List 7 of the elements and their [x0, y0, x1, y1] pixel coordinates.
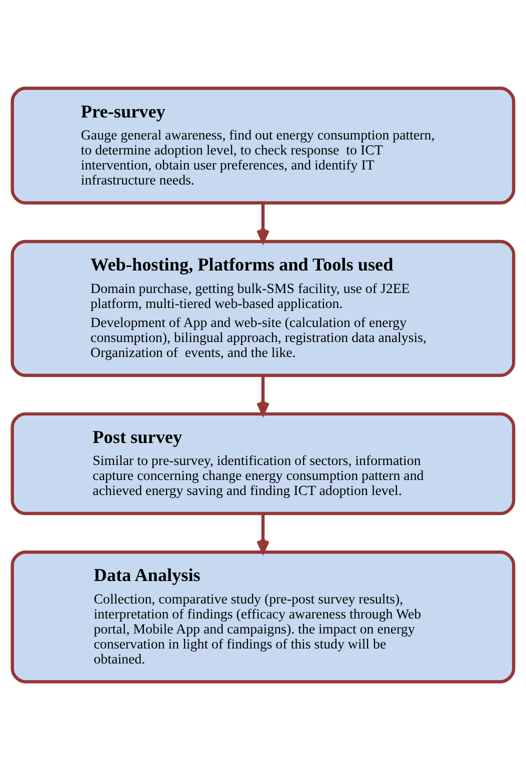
arrow [256, 513, 270, 554]
node-box: Data Analysis Collection, comparative study (pre-post survey results), interpretation of findings (efficacy awareness through Web portal, Mobile App and campaigns). the impact on energy conservation in light of findings of this study will be obtained. [10, 550, 516, 683]
node-box: Pre-survey Gauge general awareness, find out energy consumption pattern, to determine adoption level, to check response to ICT intervention, obtain user preferences, and identify IT infrastructure needs. [10, 86, 516, 204]
arrow [256, 375, 270, 415]
node-box: Post survey Similar to pre-survey, identification of sectors, information capture concerning change energy consumption pattern and achieved energy saving and finding ICT adoption level. [10, 412, 516, 515]
arrow [256, 202, 270, 242]
node-box: Web-hosting, Platforms and Tools used Domain purchase, getting bulk-SMS facility, use of J2EE platform, multi-tiered web-based application. Development of App and web-site (calculation of energy consumption), bilingual approach, registration data analysis, Organization of events, and the like. [10, 239, 516, 376]
